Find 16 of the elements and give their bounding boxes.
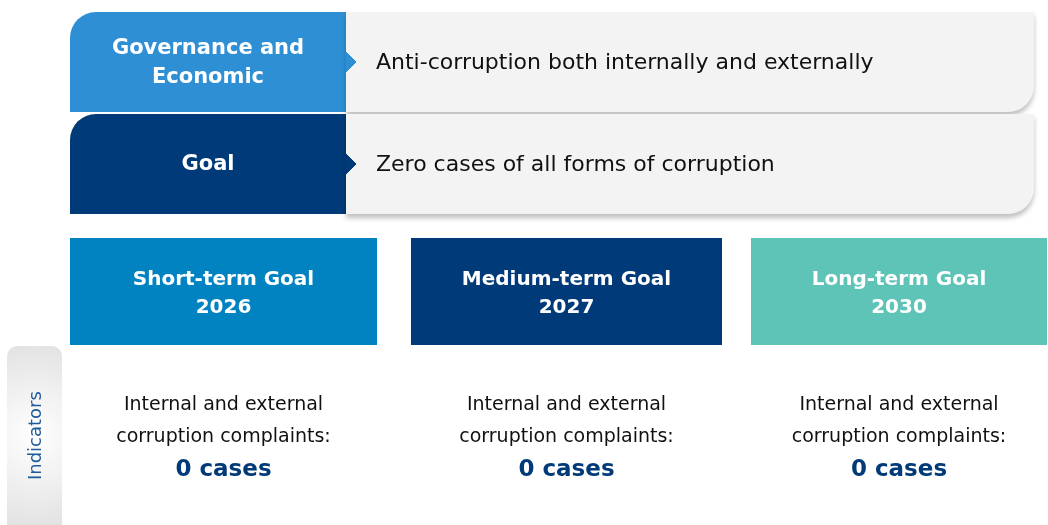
category-banner: Governance and Economic [70,12,346,112]
chevron-arrow [345,153,357,175]
chevron-arrow [345,51,357,73]
indicator-value: 0 cases [174,454,273,483]
goal-header: Long-term Goal 2030 [751,238,1047,345]
goal-header: Medium-term Goal 2027 [411,238,722,345]
indicator-value: 0 cases [517,454,616,483]
statement-panel: Anti-corruption both internally and externally [346,12,1034,112]
indicator-value: 0 cases [849,454,949,483]
indicator-text: Internal and external corruption complaints: [790,391,1008,449]
goal-banner: Goal [70,114,346,214]
goal-header: Short-term Goal 2026 [70,238,377,345]
statement-panel: Zero cases of all forms of corruption [346,114,1034,214]
indicators-band: Indicators [7,346,62,525]
indicator-text: Internal and external corruption complaints: [115,391,332,449]
indicator-text: Internal and external corruption complaints: [458,391,675,449]
